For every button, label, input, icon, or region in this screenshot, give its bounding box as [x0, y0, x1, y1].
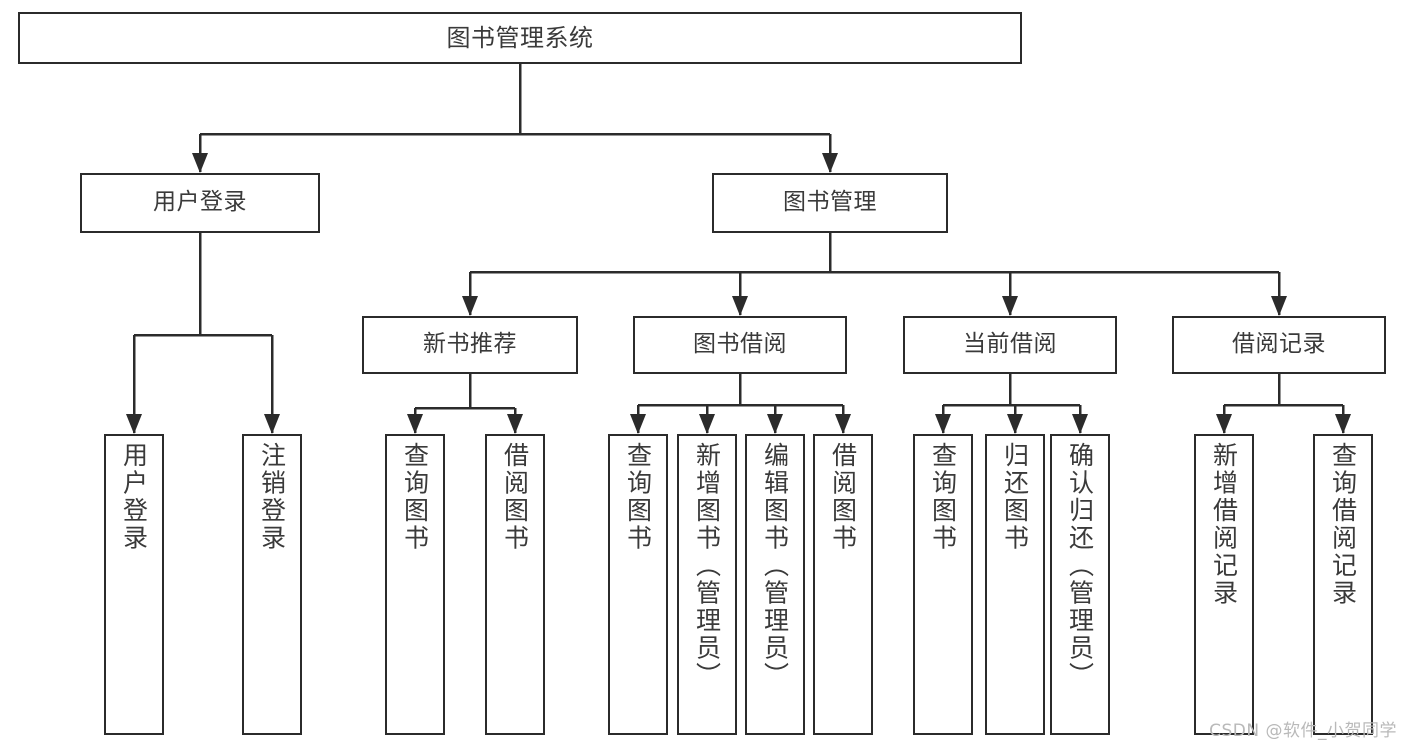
- node-leaf-edit-book: 编辑图书（管理员）: [745, 434, 805, 735]
- node-leaf-confirm-return: 确认归还（管理员）: [1050, 434, 1110, 735]
- node-label: 图书管理系统: [446, 23, 594, 52]
- node-label: 查询图书: [623, 442, 653, 552]
- node-leaf-query-book-a: 查询图书: [385, 434, 445, 735]
- node-label: 新增借阅记录: [1209, 442, 1239, 607]
- node-label: 确认归还（管理员）: [1065, 442, 1095, 690]
- node-label: 图书借阅: [693, 331, 787, 358]
- node-leaf-user-login: 用户登录: [104, 434, 164, 735]
- node-label: 查询借阅记录: [1328, 442, 1358, 607]
- node-label: 注销登录: [257, 442, 287, 552]
- node-label: 借阅图书: [828, 442, 858, 552]
- node-label: 归还图书: [1000, 442, 1030, 552]
- node-user-login: 用户登录: [80, 173, 320, 233]
- watermark: CSDN @软件_小贺同学: [1209, 721, 1397, 741]
- node-new-book-rec: 新书推荐: [362, 316, 578, 374]
- node-label: 查询图书: [928, 442, 958, 552]
- node-label: 借阅记录: [1232, 331, 1326, 358]
- node-label: 新增图书（管理员）: [692, 442, 722, 690]
- node-label: 用户登录: [153, 189, 247, 216]
- node-label: 图书管理: [783, 189, 877, 216]
- node-leaf-query-book-b: 查询图书: [608, 434, 668, 735]
- node-leaf-borrow-book-b: 借阅图书: [813, 434, 873, 735]
- node-leaf-borrow-book-a: 借阅图书: [485, 434, 545, 735]
- node-leaf-add-book: 新增图书（管理员）: [677, 434, 737, 735]
- node-leaf-query-book-c: 查询图书: [913, 434, 973, 735]
- node-label: 编辑图书（管理员）: [760, 442, 790, 690]
- node-label: 借阅图书: [500, 442, 530, 552]
- node-book-borrow: 图书借阅: [633, 316, 847, 374]
- node-book-manage: 图书管理: [712, 173, 948, 233]
- node-label: 用户登录: [119, 442, 149, 552]
- node-leaf-query-record: 查询借阅记录: [1313, 434, 1373, 735]
- node-leaf-add-record: 新增借阅记录: [1194, 434, 1254, 735]
- node-label: 新书推荐: [423, 331, 517, 358]
- node-leaf-logout: 注销登录: [242, 434, 302, 735]
- node-borrow-record: 借阅记录: [1172, 316, 1386, 374]
- node-current-borrow: 当前借阅: [903, 316, 1117, 374]
- node-leaf-return-book: 归还图书: [985, 434, 1045, 735]
- node-label: 当前借阅: [963, 331, 1057, 358]
- node-root: 图书管理系统: [18, 12, 1022, 64]
- node-label: 查询图书: [400, 442, 430, 552]
